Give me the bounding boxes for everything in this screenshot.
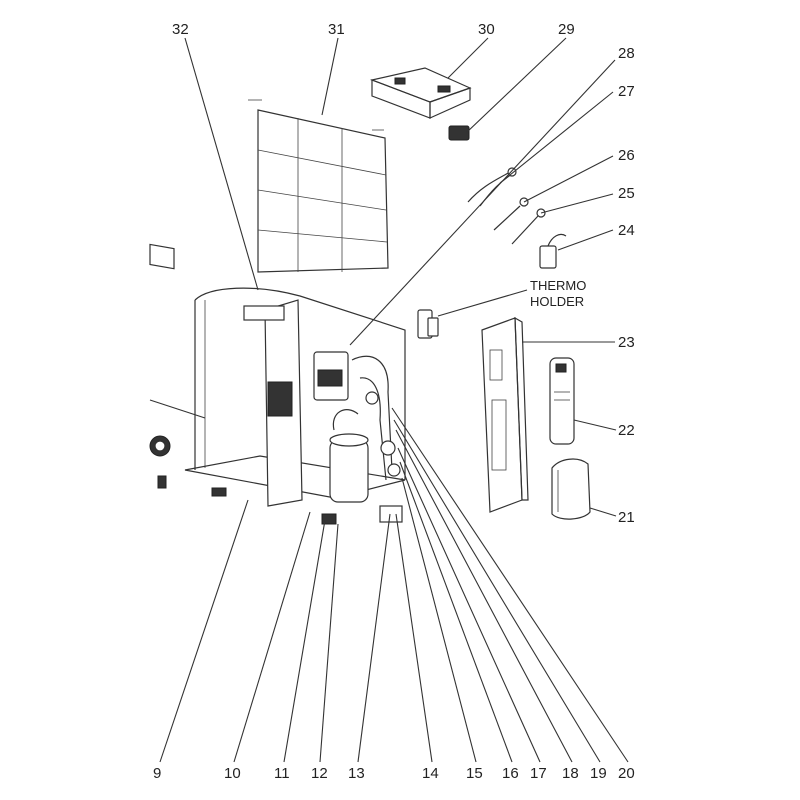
thermo-holder-part — [417, 309, 439, 339]
callout-23: 23 — [618, 334, 635, 351]
callout-28: 28 — [618, 45, 635, 62]
callout-18: 18 — [562, 765, 579, 782]
base-details-part — [211, 487, 403, 525]
callout-15: 15 — [466, 765, 483, 782]
callout-20: 20 — [618, 765, 635, 782]
thermo-holder-label-line1: THERMO — [530, 278, 586, 293]
callout-29: 29 — [558, 21, 575, 38]
thermistor-25-part — [511, 208, 546, 245]
callout-26: 26 — [618, 147, 635, 164]
callout-24: 24 — [618, 222, 635, 239]
thermo-holder-label-line2: HOLDER — [530, 294, 584, 309]
callout-12: 12 — [311, 765, 328, 782]
callout-17: 17 — [530, 765, 547, 782]
callout-21: 21 — [618, 509, 635, 526]
callout-19: 19 — [590, 765, 607, 782]
rear-grille-part — [248, 99, 389, 273]
callout-numbers: 32 31 30 29 28 27 26 25 24 THERMO HOLDER… — [153, 21, 635, 782]
callout-10: 10 — [224, 765, 241, 782]
callout-31: 31 — [328, 21, 345, 38]
service-panel-part — [481, 316, 529, 513]
cabinet-part — [149, 243, 406, 499]
callout-30: 30 — [478, 21, 495, 38]
connector-part — [448, 125, 470, 141]
leader-lines — [149, 37, 629, 763]
valve-cover-part — [551, 458, 591, 520]
thermistor-26-part — [493, 197, 529, 231]
callout-27: 27 — [618, 83, 635, 100]
partition-plate-part — [243, 299, 303, 507]
callout-13: 13 — [348, 765, 365, 782]
callout-14: 14 — [422, 765, 439, 782]
fan-motor-part — [149, 435, 171, 489]
compressor-part — [313, 351, 401, 503]
control-board-part — [369, 67, 472, 119]
callout-22: 22 — [618, 422, 635, 439]
callout-25: 25 — [618, 185, 635, 202]
callout-32: 32 — [172, 21, 189, 38]
callout-16: 16 — [502, 765, 519, 782]
callout-11: 11 — [274, 765, 290, 782]
callout-9: 9 — [153, 765, 161, 782]
sensor-block-part — [539, 233, 567, 269]
terminal-cover-part — [549, 357, 575, 445]
